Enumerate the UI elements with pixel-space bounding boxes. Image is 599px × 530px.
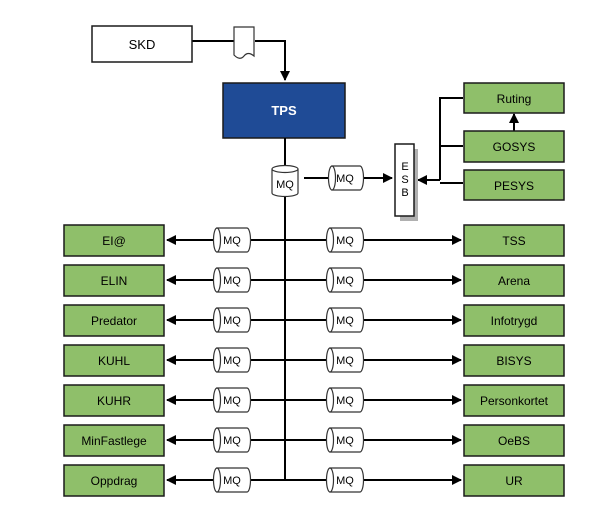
mq-queue-right-tss: MQ bbox=[325, 227, 365, 253]
mq-queue-left-kuhl: MQ bbox=[212, 347, 252, 373]
system-personkortet-label: Personkortet bbox=[480, 394, 549, 408]
system-tss: TSS bbox=[463, 224, 565, 257]
system-bisys-label: BISYS bbox=[496, 354, 531, 368]
system-kuhl-label: KUHL bbox=[98, 354, 130, 368]
system-ur-label: UR bbox=[505, 474, 523, 488]
mq-label: MQ bbox=[336, 395, 354, 407]
mq-label: MQ bbox=[223, 395, 241, 407]
system-ei: EI@ bbox=[63, 224, 165, 257]
system-personkortet: Personkortet bbox=[463, 384, 565, 417]
system-rows: MQEI@MQELINMQPredatorMQKUHLMQKUHRMQMinFa… bbox=[63, 224, 565, 497]
system-infotrygd-label: Infotrygd bbox=[491, 314, 538, 328]
mq-queue-right-personkortet: MQ bbox=[325, 387, 365, 413]
mq-queue-right-infotrygd: MQ bbox=[325, 307, 365, 333]
system-kuhl: KUHL bbox=[63, 344, 165, 377]
mq-label: MQ bbox=[223, 355, 241, 367]
mq-queue-right-bisys: MQ bbox=[325, 347, 365, 373]
mq-label: MQ bbox=[336, 235, 354, 247]
system-minfastlege-label: MinFastlege bbox=[81, 434, 147, 448]
ruting-feed-line bbox=[439, 97, 463, 180]
mq-esb-label: MQ bbox=[336, 173, 354, 185]
esb-letter-s: S bbox=[401, 174, 408, 186]
system-oebs-rect bbox=[463, 424, 565, 457]
system-oppdrag-rect bbox=[63, 464, 165, 497]
system-bisys: BISYS bbox=[463, 344, 565, 377]
ruting-box bbox=[463, 82, 565, 114]
system-predator-rect bbox=[63, 304, 165, 337]
gosys-label: GOSYS bbox=[493, 140, 536, 154]
system-infotrygd: Infotrygd bbox=[463, 304, 565, 337]
system-arena-label: Arena bbox=[498, 274, 530, 288]
mq-label: MQ bbox=[223, 475, 241, 487]
system-tss-label: TSS bbox=[502, 234, 525, 248]
system-minfastlege: MinFastlege bbox=[63, 424, 165, 457]
mq-label: MQ bbox=[336, 475, 354, 487]
mq-queue-left-elin: MQ bbox=[212, 267, 252, 293]
system-kuhr: KUHR bbox=[63, 384, 165, 417]
esb-box bbox=[394, 143, 415, 217]
system-predator-label: Predator bbox=[91, 314, 137, 328]
mq-queue-left-ei: MQ bbox=[212, 227, 252, 253]
mq-esb-queue: MQ bbox=[327, 165, 365, 191]
skd-box bbox=[91, 25, 193, 63]
system-predator: Predator bbox=[63, 304, 165, 337]
system-arena: Arena bbox=[463, 264, 565, 297]
system-oppdrag: Oppdrag bbox=[63, 464, 165, 497]
system-ei-rect bbox=[63, 224, 165, 257]
mq-label: MQ bbox=[223, 435, 241, 447]
mq-label: MQ bbox=[336, 355, 354, 367]
system-tss-rect bbox=[463, 224, 565, 257]
mq-label: MQ bbox=[336, 435, 354, 447]
pesys-label: PESYS bbox=[494, 179, 534, 193]
mq-queue-left-minfastlege: MQ bbox=[212, 427, 252, 453]
system-minfastlege-rect bbox=[63, 424, 165, 457]
esb-letter-e: E bbox=[401, 161, 408, 173]
mq-label: MQ bbox=[336, 275, 354, 287]
system-ur-rect bbox=[463, 464, 565, 497]
esb-letter-b: B bbox=[401, 187, 408, 199]
mq-queue-right-ur: MQ bbox=[325, 467, 365, 493]
system-personkortet-rect bbox=[463, 384, 565, 417]
system-oebs: OeBS bbox=[463, 424, 565, 457]
system-arena-rect bbox=[463, 264, 565, 297]
system-elin-rect bbox=[63, 264, 165, 297]
mq-queue-right-oebs: MQ bbox=[325, 427, 365, 453]
system-kuhl-rect bbox=[63, 344, 165, 377]
system-kuhr-rect bbox=[63, 384, 165, 417]
mq-queue-left-kuhr: MQ bbox=[212, 387, 252, 413]
pesys-box bbox=[463, 169, 565, 201]
document-icon bbox=[233, 26, 255, 59]
system-ei-label: EI@ bbox=[102, 234, 126, 248]
mq-label: MQ bbox=[223, 275, 241, 287]
system-ur: UR bbox=[463, 464, 565, 497]
system-elin: ELIN bbox=[63, 264, 165, 297]
mq-main-queue: MQ bbox=[271, 164, 299, 198]
mq-queue-left-predator: MQ bbox=[212, 307, 252, 333]
ruting-label: Ruting bbox=[497, 92, 532, 106]
system-oppdrag-label: Oppdrag bbox=[91, 474, 138, 488]
mq-label: MQ bbox=[223, 235, 241, 247]
mq-label: MQ bbox=[223, 315, 241, 327]
system-elin-label: ELIN bbox=[101, 274, 128, 288]
skd-label: SKD bbox=[129, 37, 156, 52]
gosys-box bbox=[463, 130, 565, 163]
system-bisys-rect bbox=[463, 344, 565, 377]
system-oebs-label: OeBS bbox=[498, 434, 530, 448]
system-kuhr-label: KUHR bbox=[97, 394, 131, 408]
mq-main-label: MQ bbox=[276, 179, 294, 191]
doc-to-tps-line bbox=[255, 40, 290, 81]
mq-queue-left-oppdrag: MQ bbox=[212, 467, 252, 493]
mq-queue-right-arena: MQ bbox=[325, 267, 365, 293]
mq-label: MQ bbox=[336, 315, 354, 327]
system-infotrygd-rect bbox=[463, 304, 565, 337]
tps-label: TPS bbox=[271, 103, 297, 118]
tps-box bbox=[222, 82, 346, 139]
